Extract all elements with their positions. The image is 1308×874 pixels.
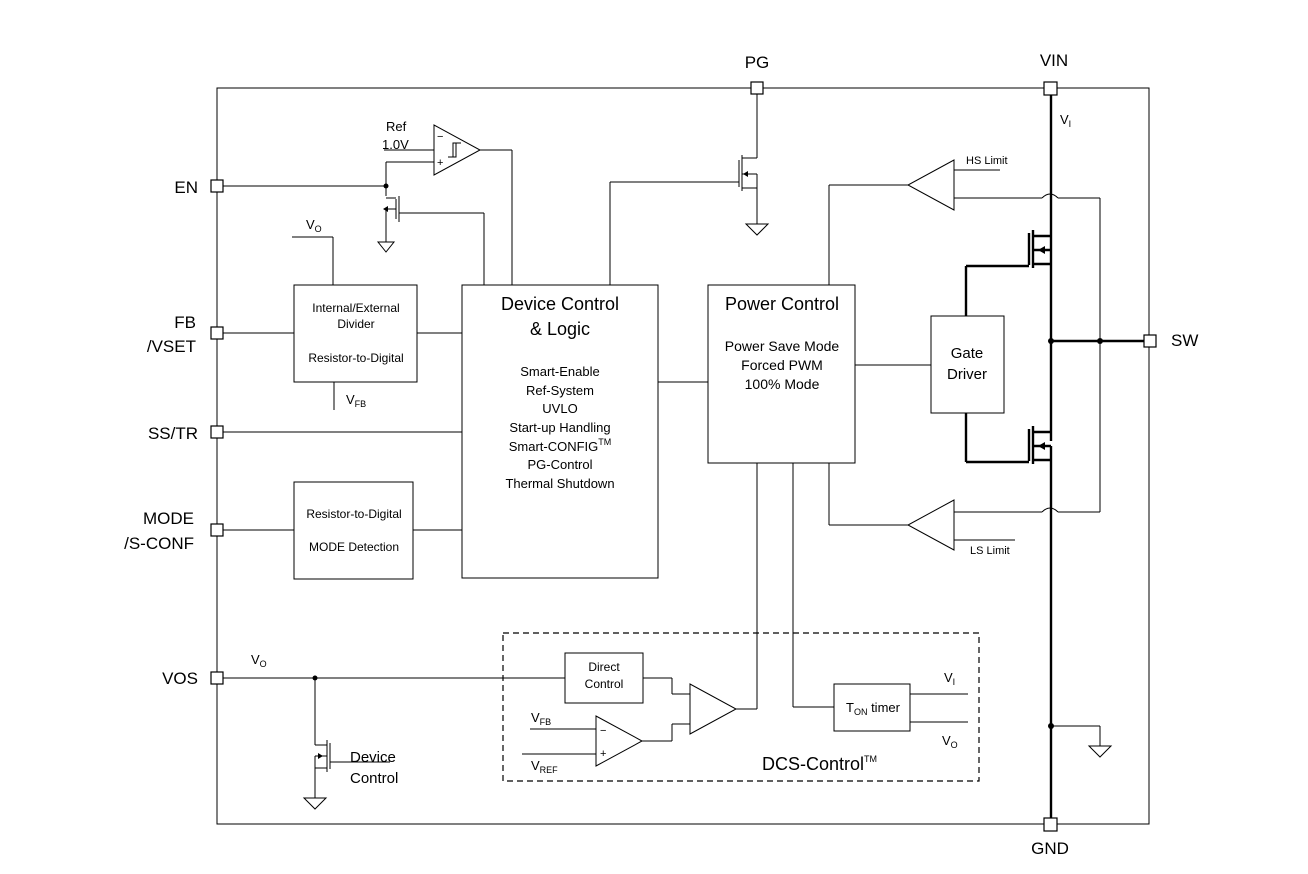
ton-vo-label: VO bbox=[942, 733, 958, 750]
pin-vin: VIN bbox=[1040, 51, 1068, 96]
divider-block: Internal/External Divider Resistor-to-Di… bbox=[292, 217, 418, 410]
pin-en-label: EN bbox=[174, 178, 198, 197]
divider-vfb-label: VFB bbox=[346, 392, 366, 409]
device-control-block: Device Control & Logic Smart-Enable Ref-… bbox=[461, 284, 659, 579]
pg-transistor bbox=[609, 94, 770, 285]
divider-line2: Divider bbox=[337, 317, 374, 331]
pin-gnd: GND bbox=[1031, 817, 1069, 858]
pin-sstr-label: SS/TR bbox=[148, 424, 198, 443]
device-label: Device bbox=[350, 749, 396, 766]
pin-sconf-label: /S-CONF bbox=[124, 534, 194, 553]
dcs-vref-label: VREF bbox=[531, 758, 558, 775]
hs-limit-comparator: HS Limit bbox=[828, 155, 1101, 341]
power-control-item: 100% Mode bbox=[745, 376, 820, 392]
device-control-item: Smart-CONFIGTM bbox=[509, 437, 612, 454]
ic-boundary bbox=[216, 87, 1150, 825]
ls-limit-comparator: LS Limit bbox=[828, 341, 1101, 557]
ref-label: Ref bbox=[386, 119, 407, 134]
error-amp-minus: − bbox=[600, 725, 606, 737]
power-control-item: Power Save Mode bbox=[725, 338, 840, 354]
vin-vi-label: VI bbox=[1060, 112, 1071, 129]
device-control-title2: & Logic bbox=[530, 319, 590, 339]
gate-driver-block: Gate Driver bbox=[930, 315, 1005, 414]
dcs-control-title: DCS-ControlTM bbox=[762, 754, 877, 774]
pin-sstr: SS/TR bbox=[148, 424, 224, 443]
device-control-title1: Device Control bbox=[501, 294, 619, 314]
device-control-item: UVLO bbox=[542, 401, 577, 416]
power-control-item: Forced PWM bbox=[741, 357, 823, 373]
power-stage: VI bbox=[964, 95, 1144, 818]
pin-vset-label: /VSET bbox=[147, 337, 196, 356]
pin-pg: PG bbox=[745, 53, 770, 95]
device-control-item: Start-up Handling bbox=[509, 420, 610, 435]
dcs-vfb-label: VFB bbox=[531, 710, 551, 727]
power-control-title: Power Control bbox=[725, 294, 839, 314]
device-control-item: Ref-System bbox=[526, 383, 594, 398]
ton-timer-label: TON timer bbox=[846, 700, 901, 717]
dcs-control-region: DCS-ControlTM Direct Control − + VFB VRE… bbox=[502, 463, 980, 782]
pin-mode: MODE /S-CONF bbox=[124, 509, 224, 553]
pin-fb-label: FB bbox=[174, 313, 196, 332]
direct-control-box bbox=[564, 652, 644, 704]
pin-fb: FB /VSET bbox=[147, 313, 224, 356]
error-amp-plus: + bbox=[600, 748, 606, 760]
ls-limit-label: LS Limit bbox=[970, 545, 1010, 557]
pin-mode-label: MODE bbox=[143, 509, 194, 528]
divider-line1: Internal/External bbox=[312, 301, 399, 315]
pin-sw: SW bbox=[1143, 331, 1198, 350]
gate-driver-line1: Gate bbox=[951, 345, 984, 362]
pin-en: EN bbox=[174, 178, 224, 197]
pin-vin-label: VIN bbox=[1040, 51, 1068, 70]
error-amplifier bbox=[595, 715, 644, 767]
mode-line2: MODE Detection bbox=[309, 540, 399, 554]
gate-driver-line2: Driver bbox=[947, 366, 987, 383]
vos-section: VO Device Control bbox=[223, 652, 565, 810]
device-control-item: Smart-Enable bbox=[520, 364, 599, 379]
pin-gnd-label: GND bbox=[1031, 839, 1069, 858]
device-control-item: PG-Control bbox=[527, 457, 592, 472]
ref-voltage-label: 1.0V bbox=[382, 137, 409, 152]
pin-vos: VOS bbox=[162, 669, 224, 688]
vos-vo-label: VO bbox=[251, 652, 267, 669]
pin-sw-label: SW bbox=[1171, 331, 1198, 350]
direct-control-line1: Direct bbox=[588, 660, 620, 674]
comparator-plus-sign: + bbox=[437, 157, 443, 169]
divider-vo-label: VO bbox=[306, 217, 322, 234]
hs-limit-label: HS Limit bbox=[966, 155, 1008, 167]
mode-detection-block: Resistor-to-Digital MODE Detection bbox=[293, 481, 414, 580]
ton-vi-label: VI bbox=[944, 670, 955, 687]
divider-line3: Resistor-to-Digital bbox=[308, 351, 403, 365]
power-control-block: Power Control Power Save Mode Forced PWM… bbox=[707, 284, 856, 464]
dcs-comparator bbox=[689, 683, 738, 735]
comparator-minus-sign: − bbox=[437, 131, 443, 143]
enable-comparator: − + Ref 1.0V bbox=[223, 119, 513, 285]
control-label: Control bbox=[350, 770, 398, 787]
mode-line1: Resistor-to-Digital bbox=[306, 507, 401, 521]
direct-control-line2: Control bbox=[585, 677, 624, 691]
pin-vos-label: VOS bbox=[162, 669, 198, 688]
ton-timer-box bbox=[833, 683, 911, 732]
en-pulldown-transistor bbox=[376, 196, 485, 285]
pin-pg-label: PG bbox=[745, 53, 770, 72]
device-control-item: Thermal Shutdown bbox=[505, 476, 614, 491]
